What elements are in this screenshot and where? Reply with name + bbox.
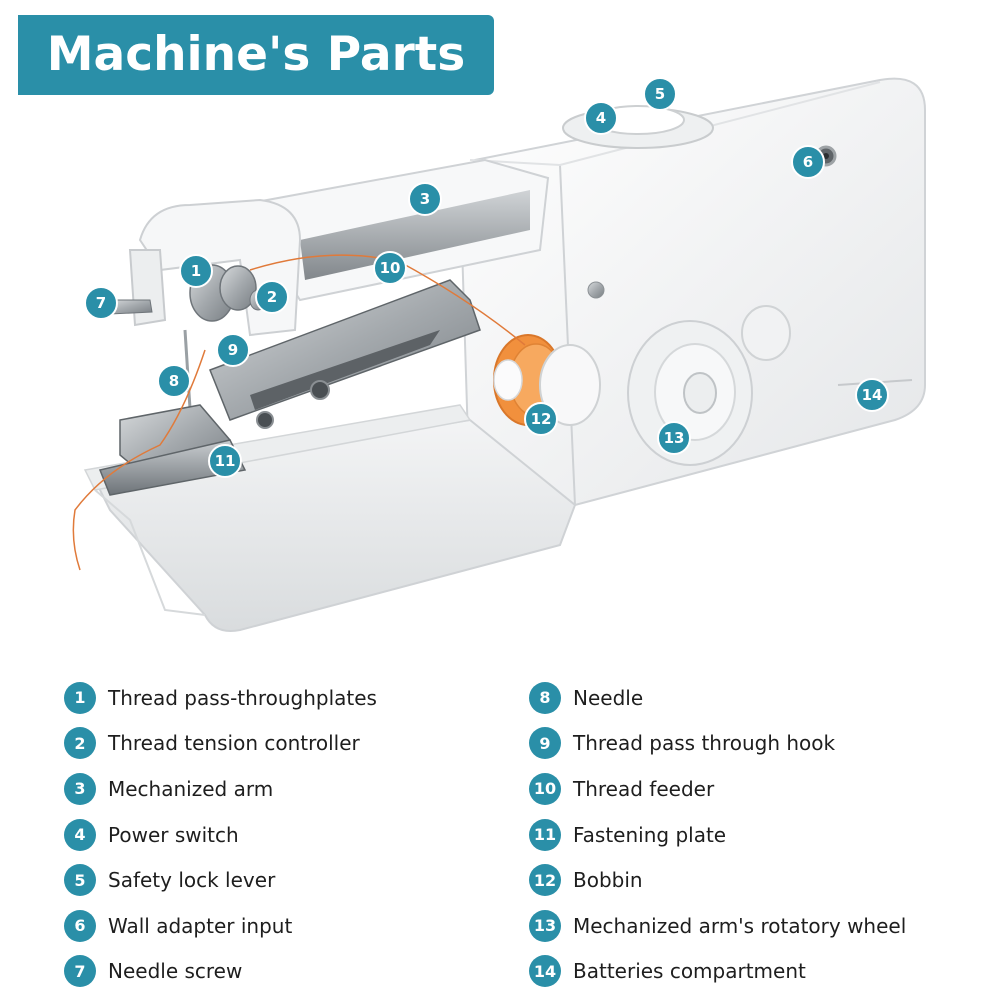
legend-label: Wall adapter input <box>108 913 293 938</box>
legend-item: 13 Mechanized arm's rotatory wheel <box>529 903 906 949</box>
callout-6: 6 <box>791 145 825 179</box>
legend-item: 14 Batteries compartment <box>529 949 906 995</box>
legend-label: Bobbin <box>573 868 643 893</box>
legend-item: 9 Thread pass through hook <box>529 721 906 767</box>
legend-right: 8 Needle 9 Thread pass through hook 10 T… <box>529 675 906 994</box>
legend-number: 14 <box>529 955 561 988</box>
legend-label: Safety lock lever <box>108 868 276 893</box>
legend-label: Thread pass through hook <box>573 731 836 756</box>
svg-text:12: 12 <box>531 410 552 428</box>
callout-14: 14 <box>855 378 889 412</box>
callout-2: 2 <box>255 280 289 314</box>
legend-number: 12 <box>529 864 561 897</box>
sewing-machine-illustration: 1 2 3 4 5 6 7 8 9 10 11 12 <box>72 77 926 632</box>
callout-11: 11 <box>208 444 242 478</box>
round-button <box>741 305 791 361</box>
svg-text:9: 9 <box>228 341 238 359</box>
legend-label: Thread tension controller <box>108 731 360 756</box>
legend-number: 3 <box>64 772 96 805</box>
legend-number: 2 <box>64 727 96 760</box>
callout-1: 1 <box>179 254 213 288</box>
legend-item: 5 Safety lock lever <box>64 857 377 903</box>
legend-number: 9 <box>529 727 561 760</box>
callout-5: 5 <box>643 77 677 111</box>
legend-item: 7 Needle screw <box>64 949 377 995</box>
legend-number: 8 <box>529 681 561 714</box>
legend-number: 10 <box>529 772 561 805</box>
legend-item: 8 Needle <box>529 675 906 721</box>
legend-left: 1 Thread pass-throughplates 2 Thread ten… <box>64 675 377 994</box>
svg-text:14: 14 <box>862 386 883 404</box>
legend-label: Needle screw <box>108 959 243 984</box>
legend-label: Fastening plate <box>573 822 727 847</box>
svg-text:10: 10 <box>380 259 401 277</box>
legend-item: 6 Wall adapter input <box>64 903 377 949</box>
svg-text:7: 7 <box>96 294 106 312</box>
svg-text:8: 8 <box>169 372 179 390</box>
svg-text:3: 3 <box>420 190 430 208</box>
thread-loose <box>72 349 206 571</box>
legend-label: Power switch <box>108 822 239 847</box>
legend-item: 12 Bobbin <box>529 857 906 903</box>
title-banner: Machine's Parts <box>18 15 494 95</box>
legend-number: 4 <box>64 818 96 851</box>
legend-number: 11 <box>529 818 561 851</box>
svg-text:2: 2 <box>267 288 277 306</box>
callout-3: 3 <box>408 182 442 216</box>
legend-label: Mechanized arm <box>108 776 274 801</box>
legend-label: Mechanized arm's rotatory wheel <box>573 913 907 938</box>
legend-label: Thread pass-throughplates <box>108 685 377 710</box>
legend-label: Needle <box>573 685 644 710</box>
callout-8: 8 <box>157 364 191 398</box>
legend-label: Batteries compartment <box>573 959 806 984</box>
legend-item: 2 Thread tension controller <box>64 721 377 767</box>
svg-text:1: 1 <box>191 262 201 280</box>
callout-7: 7 <box>84 286 118 320</box>
legend-number: 5 <box>64 864 96 897</box>
legend-number: 13 <box>529 909 561 942</box>
svg-text:13: 13 <box>664 429 685 447</box>
svg-text:11: 11 <box>215 452 236 470</box>
callout-13: 13 <box>657 421 691 455</box>
legend-number: 1 <box>64 681 96 714</box>
svg-text:4: 4 <box>596 109 606 127</box>
legend-item: 10 Thread feeder <box>529 766 906 812</box>
legend-item: 3 Mechanized arm <box>64 766 377 812</box>
legend-item: 4 Power switch <box>64 812 377 858</box>
legend-item: 11 Fastening plate <box>529 812 906 858</box>
callout-10: 10 <box>373 251 407 285</box>
legend-number: 7 <box>64 955 96 988</box>
legend-item: 1 Thread pass-throughplates <box>64 675 377 721</box>
svg-text:5: 5 <box>655 85 665 103</box>
callout-4: 4 <box>584 101 618 135</box>
legend-number: 6 <box>64 909 96 942</box>
legend-label: Thread feeder <box>573 776 715 801</box>
svg-text:6: 6 <box>803 153 813 171</box>
callout-9: 9 <box>216 333 250 367</box>
callout-12: 12 <box>524 402 558 436</box>
rotary-wheel <box>627 320 753 466</box>
body-screw <box>587 281 605 299</box>
page-title: Machine's Parts <box>46 27 466 82</box>
feed-plate <box>98 279 481 496</box>
